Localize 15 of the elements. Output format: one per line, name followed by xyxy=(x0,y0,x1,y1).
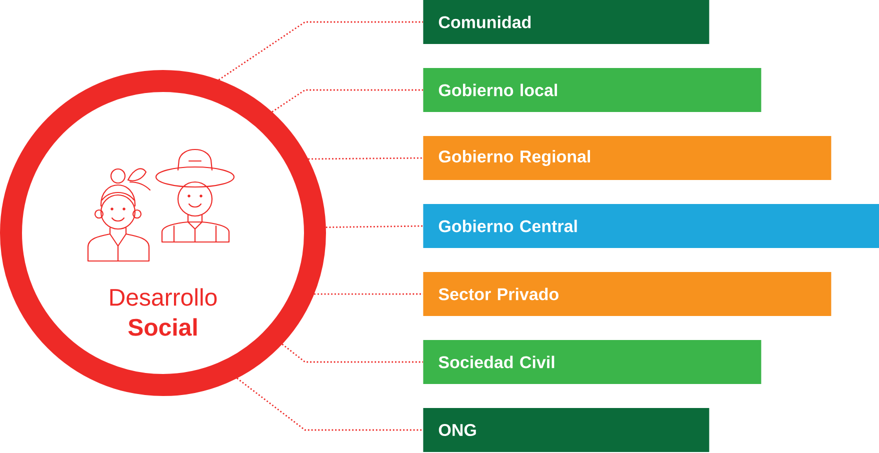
stakeholder-box: Gobierno Central xyxy=(423,204,879,248)
leader-line xyxy=(326,225,424,228)
stakeholder-box: Gobierno local xyxy=(423,68,762,112)
leader-line xyxy=(272,89,423,112)
stakeholder-box: Sector Privado xyxy=(423,272,832,316)
leader-line xyxy=(308,157,423,160)
leader-line xyxy=(282,344,423,363)
leader-line xyxy=(236,378,423,431)
stakeholder-box: Comunidad xyxy=(423,0,710,44)
leader-line xyxy=(218,21,423,80)
stakeholder-box: Gobierno Regional xyxy=(423,136,832,180)
circle-title: Desarrollo Social xyxy=(110,288,217,336)
stakeholder-box: ONG xyxy=(423,408,710,452)
stakeholder-box: Sociedad Civil xyxy=(423,340,762,384)
leader-line xyxy=(314,293,423,295)
